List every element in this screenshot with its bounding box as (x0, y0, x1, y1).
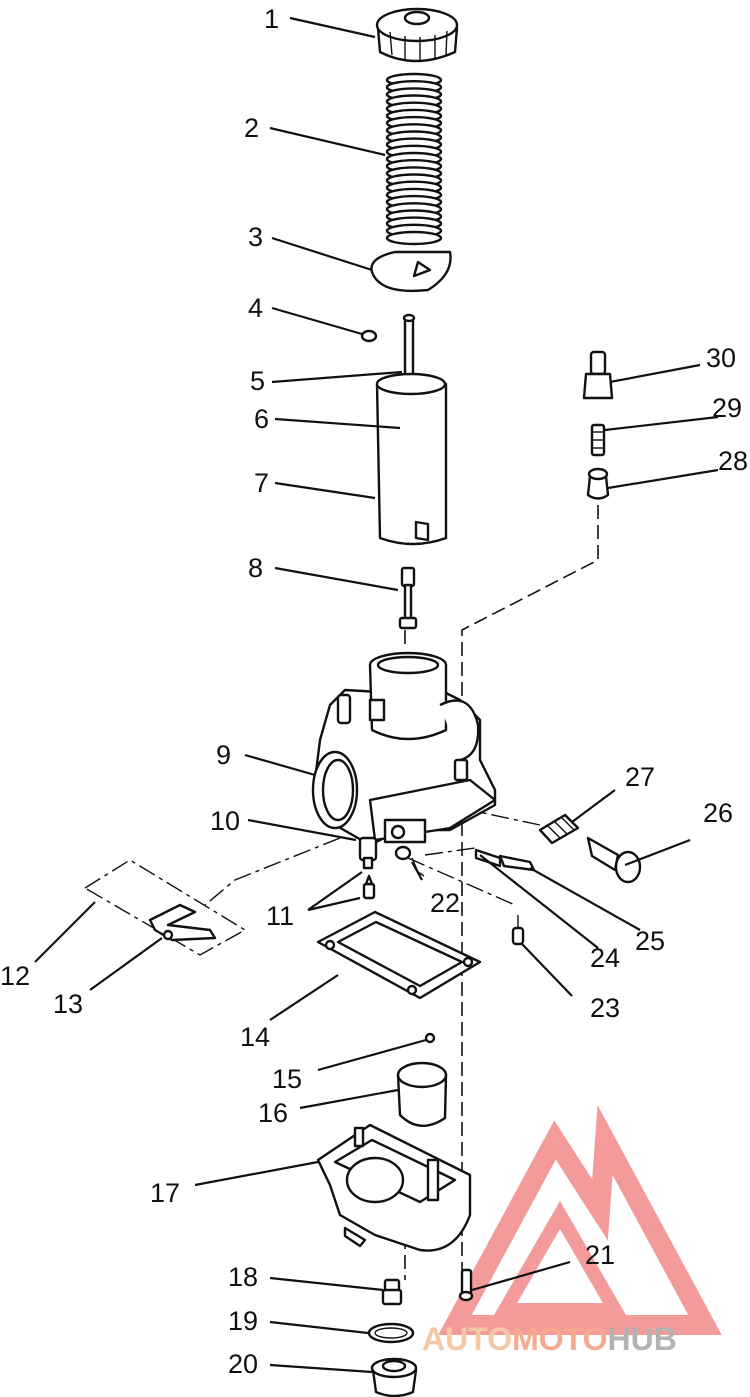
part-bracket (148, 903, 217, 942)
watermark-logo (438, 1105, 722, 1335)
part-cable-adjuster (582, 350, 614, 400)
part-float-bowl-gasket (316, 910, 482, 1000)
part-cable-adjuster-boot (586, 467, 610, 500)
part-spring (385, 72, 443, 246)
callout-5: 5 (250, 366, 265, 396)
callout-3: 3 (248, 222, 263, 252)
callout-19: 19 (228, 1306, 258, 1336)
callout-23: 23 (590, 993, 620, 1023)
callout-1: 1 (264, 4, 279, 34)
callout-18: 18 (228, 1262, 258, 1292)
part-float-bowl (316, 1123, 472, 1252)
callout-17: 17 (150, 1178, 180, 1208)
watermark-text-hub: HUB (607, 1321, 676, 1357)
part-main-jet (381, 1278, 403, 1306)
part-carburetor-body (311, 651, 497, 847)
part-float-needle (362, 874, 376, 900)
part-needle-clip (360, 329, 378, 343)
callout-numbers: 1 2 3 4 5 6 7 8 9 10 11 12 13 14 15 16 1… (0, 4, 748, 1379)
part-o-ring (367, 1322, 415, 1344)
part-idle-spring (474, 848, 502, 868)
callout-8: 8 (248, 553, 263, 583)
callout-6: 6 (254, 404, 269, 434)
watermark-text-auto: AUTO (422, 1321, 512, 1357)
part-throttle-valve (375, 372, 448, 546)
part-cable-adjuster-spring (590, 423, 606, 457)
part-spring-seat (370, 250, 452, 293)
callout-15: 15 (272, 1064, 302, 1094)
callout-30: 30 (706, 343, 736, 373)
callout-7: 7 (254, 468, 269, 498)
callout-27: 27 (625, 762, 655, 792)
callout-29: 29 (712, 393, 742, 423)
callout-9: 9 (216, 740, 231, 770)
callout-14: 14 (240, 1022, 270, 1052)
spring-coil (385, 230, 443, 246)
watermark-triangle-inner (492, 1201, 628, 1317)
part-throttle-stop-screw (586, 836, 642, 884)
callout-22: 22 (430, 888, 460, 918)
part-cap (375, 7, 459, 63)
callout-11: 11 (266, 901, 294, 931)
callout-16: 16 (258, 1098, 288, 1128)
part-float (396, 1061, 448, 1127)
callout-20: 20 (228, 1349, 258, 1379)
watermark-text: AUTOMOTOHUB (422, 1321, 677, 1357)
callout-4: 4 (248, 293, 263, 323)
part-float-pin (424, 1032, 436, 1044)
part-float-valve-seat (358, 836, 378, 870)
part-pilot-screw (498, 854, 536, 872)
callout-25: 25 (635, 926, 665, 956)
watermark-text-moto: MOTO (512, 1321, 607, 1357)
watermark-triangle-outer (438, 1105, 722, 1335)
part-drain-screw (458, 1268, 474, 1302)
part-gasket-sheet (83, 859, 247, 956)
part-clip (394, 845, 425, 877)
callout-28: 28 (718, 446, 748, 476)
callout-2: 2 (244, 113, 259, 143)
part-pilot-jet (511, 915, 525, 946)
callout-13: 13 (53, 989, 83, 1019)
callout-21: 21 (585, 1240, 615, 1270)
callout-12: 12 (0, 961, 30, 991)
part-needle-jet (398, 566, 418, 630)
callout-10: 10 (210, 806, 240, 836)
callout-26: 26 (703, 798, 733, 828)
part-drain-plug (370, 1357, 418, 1397)
callout-24: 24 (590, 943, 620, 973)
part-throttle-stop-spring (538, 813, 580, 845)
leader-lines (34, 16, 719, 1374)
